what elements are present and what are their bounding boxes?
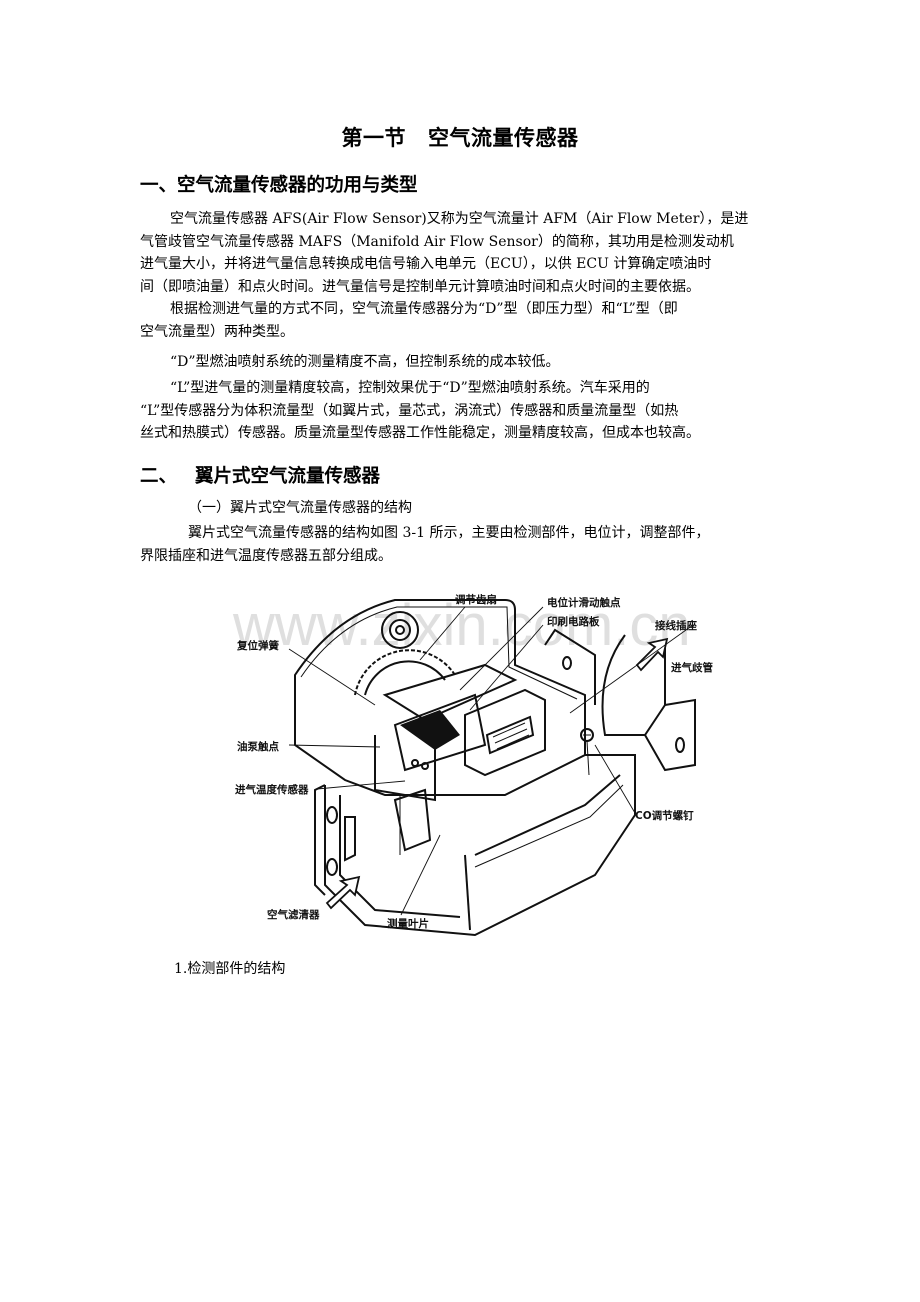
- label-connector: 接线插座: [655, 619, 697, 632]
- section1-paragraph3: “D”型燃油喷射系统的测量精度不高，但控制系统的成本较低。: [140, 351, 780, 374]
- watermark: www.zixin.com.cn: [232, 593, 691, 658]
- text-line: “L”型传感器分为体积流量型（如翼片式，量芯式，涡流式）传感器和质量流量型（如热: [140, 402, 679, 419]
- text-line: 界限插座和进气温度传感器五部分组成。: [140, 547, 392, 564]
- text-line: 翼片式空气流量传感器的结构如图 3-1 所示，主要由检测部件，电位计，调整部件，: [188, 525, 710, 541]
- label-air-filter: 空气滤清器: [267, 908, 320, 921]
- section2-paragraph1: 翼片式空气流量传感器的结构如图 3-1 所示，主要由检测部件，电位计，调整部件，…: [140, 522, 780, 567]
- title-text: 空气流量传感器: [428, 126, 579, 150]
- page-title: 第一节空气流量传感器: [0, 122, 920, 152]
- section1-paragraph4: “L”型进气量的测量精度较高，控制效果优于“D”型燃油喷射系统。汽车采用的 “L…: [140, 377, 780, 445]
- section2-heading-text: 翼片式空气流量传感器: [195, 466, 381, 487]
- label-potentiometer-contact: 电位计滑动触点: [547, 596, 621, 609]
- text-line: 进气量大小，并将进气量信息转换成电信号输入电单元（ECU），以供 ECU 计算确…: [140, 256, 712, 272]
- text-line: （一）翼片式空气流量传感器的结构: [188, 500, 412, 516]
- title-section-number: 第一节: [341, 126, 406, 150]
- label-co-screw: CO调节螺钉: [635, 809, 694, 822]
- section1-paragraph1: 空气流量传感器 AFS(Air Flow Sensor)又称为空气流量计 AFM…: [140, 208, 780, 298]
- label-pump-contact: 油泵触点: [237, 740, 279, 753]
- sensor-illustration: www.zixin.com.cn: [232, 593, 713, 937]
- section2-heading: 二、翼片式空气流量传感器: [140, 462, 380, 488]
- label-reset-spring: 复位弹簧: [236, 639, 279, 652]
- text-line: 空气流量传感器 AFS(Air Flow Sensor)又称为空气流量计 AFM…: [170, 211, 749, 227]
- text-line: “L”型进气量的测量精度较高，控制效果优于“D”型燃油喷射系统。汽车采用的: [170, 380, 650, 396]
- section2-subheading: （一）翼片式空气流量传感器的结构: [140, 497, 780, 520]
- label-adjust-gear: 调节齿扇: [455, 593, 497, 606]
- text-line: 丝式和热膜式）传感器。质量流量型传感器工作性能稳定，测量精度较高，但成本也较高。: [140, 425, 700, 441]
- section2-item1: 1.检测部件的结构: [140, 958, 780, 981]
- text-line: “D”型燃油喷射系统的测量精度不高，但控制系统的成本较低。: [170, 354, 560, 370]
- label-pcb: 印刷电路板: [547, 615, 600, 628]
- vane-air-flow-sensor-figure: www.zixin.com.cn: [225, 585, 725, 945]
- section2-heading-number: 二、: [140, 466, 178, 487]
- text-line: 1.检测部件的结构: [174, 961, 286, 977]
- text-line: 空气流量型）两种类型。: [140, 323, 294, 340]
- section1-paragraph2: 根据检测进气量的方式不同，空气流量传感器分为“D”型（即压力型）和“L”型（即 …: [140, 298, 780, 343]
- section1-heading: 一、空气流量传感器的功用与类型: [140, 175, 418, 196]
- text-line: 气管歧管空气流量传感器 MAFS（Manifold Air Flow Senso…: [140, 233, 734, 250]
- text-line: 根据检测进气量的方式不同，空气流量传感器分为“D”型（即压力型）和“L”型（即: [170, 301, 678, 317]
- label-intake-temp-sensor: 进气温度传感器: [235, 783, 309, 796]
- label-intake-manifold: 进气歧管: [671, 661, 713, 674]
- text-line: 间（即喷油量）和点火时间。进气量信号是控制单元计算喷油时间和点火时间的主要依据。: [140, 278, 700, 295]
- label-measuring-vane: 测量叶片: [387, 917, 429, 930]
